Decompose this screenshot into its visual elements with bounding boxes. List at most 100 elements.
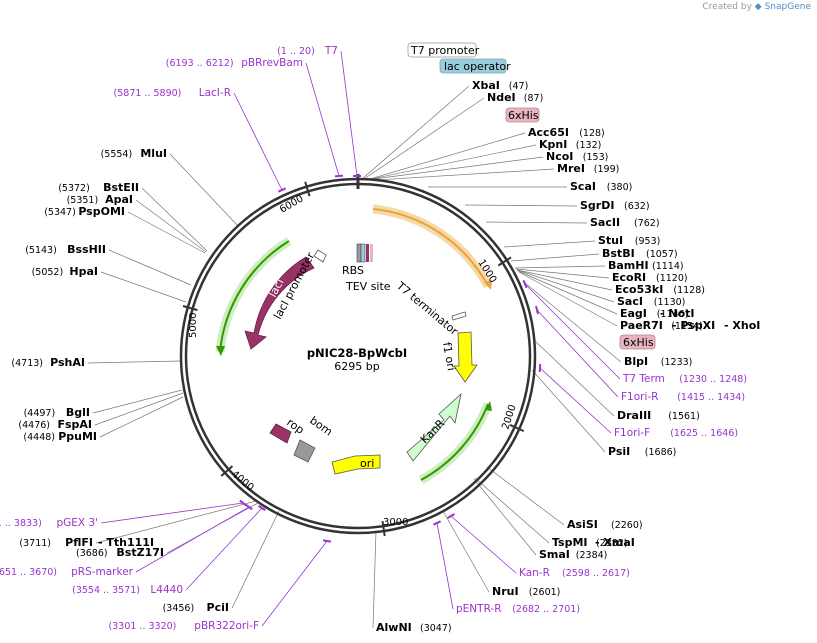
site-pos-acc65i: (128) xyxy=(579,128,605,139)
site-leader-smai xyxy=(473,478,537,556)
site-name-psii: PsiI xyxy=(608,445,630,458)
site-name-fspai: FspAI xyxy=(57,418,92,431)
site-pos-pspomi: (5347) xyxy=(44,207,76,218)
site-name-sacii: SacII xyxy=(590,216,620,229)
site-pos-bsshii: (5143) xyxy=(25,245,57,256)
site-label-ncoi: NcoI(153) xyxy=(546,150,608,163)
bom-feature xyxy=(293,439,316,463)
tick-5000 xyxy=(182,305,198,312)
site-label-kpni: KpnI(132) xyxy=(539,138,601,151)
bom-label: bom xyxy=(307,414,334,439)
site-leader-paer7i xyxy=(518,271,618,327)
site-label-stui: StuI(953) xyxy=(598,234,660,247)
site-label-eco53ki: Eco53kI (1128) xyxy=(615,283,705,296)
site-pos-apai: (5351) xyxy=(67,195,99,206)
primer-label-t7: T7(1 .. 20) xyxy=(277,45,338,57)
site-pos-bstz17i: (3686) xyxy=(76,548,108,559)
tick-label-3000: 3000 xyxy=(383,517,408,528)
site-pos-alwni: (3047) xyxy=(420,623,452,634)
t7-terminator-feature xyxy=(451,311,467,321)
tick-1000 xyxy=(497,256,512,267)
site-leader-bstbi xyxy=(510,253,600,262)
site-label-saci: SacI(1130) xyxy=(617,295,685,308)
site-name-eagi: EagI xyxy=(620,307,647,320)
primer-mark-l4440 xyxy=(258,505,266,511)
his-tag-label-mid: 6xHis xyxy=(623,336,654,349)
primer-label-pentr_r: pENTR-R(2682 .. 2701) xyxy=(456,603,580,615)
site-name-sgrdi: SgrDI xyxy=(580,199,614,212)
site-leader-ncoi xyxy=(372,156,544,180)
laci-promoter-feature xyxy=(313,249,327,263)
primer-marks xyxy=(239,174,542,543)
site-pos-draiii: (1561) xyxy=(668,411,700,422)
site-leader-acc65i xyxy=(369,132,526,180)
site-pos-eco53ki: (1128) xyxy=(673,285,705,296)
primer-leader-t7term xyxy=(524,283,621,380)
site-leader-hpai xyxy=(100,271,187,303)
site-leader-pflfi xyxy=(95,500,257,544)
primer-mark-t7term xyxy=(522,279,528,289)
primer-label-laci_r: LacI-R(5871 .. 5890) xyxy=(114,87,231,99)
lac-operator-label: lac operator xyxy=(444,60,511,73)
site-label-pcii: PciI(3456) xyxy=(163,601,229,614)
orf-laci-arrow xyxy=(216,346,225,356)
f1-ori-feature xyxy=(453,331,478,383)
site-label-ndei: NdeI(87) xyxy=(487,91,543,104)
t7-promoter-label: T7 promoter xyxy=(410,44,480,57)
site-name-ppumi: PpuMI xyxy=(58,430,97,443)
primer-name-f1ori_f: F1ori-F xyxy=(614,427,650,439)
primer-leader-lines xyxy=(100,50,621,627)
site-pos-hpai: (5052) xyxy=(32,267,64,278)
site-leader-eco53ki xyxy=(516,269,613,291)
orf-arc-green-kan xyxy=(420,403,489,481)
site-label-pspxi: - PspXI xyxy=(672,319,715,332)
site-label-bsshii: BssHII(5143) xyxy=(25,243,106,256)
primer-range-pbrrevbam: (6193 .. 6212) xyxy=(166,58,234,69)
lac-operator-box xyxy=(439,58,507,74)
site-pos-tspmi: (2382) xyxy=(596,538,628,549)
site-leader-pshai xyxy=(87,360,182,364)
site-name-scai: ScaI xyxy=(570,180,596,193)
site-leader-mrei xyxy=(375,168,555,181)
primer-leader-kan_r xyxy=(450,515,517,574)
t7-promoter-feature xyxy=(356,243,362,263)
site-label-noti: - NotI xyxy=(660,307,695,320)
primer-leader-l4440 xyxy=(185,507,263,591)
site-leader-sgrdi xyxy=(464,204,578,207)
site-name-xhoi: - XhoI xyxy=(724,319,760,332)
site-leader-psii xyxy=(531,369,606,453)
primer-label-pbrrevbam: pBRrevBam(6193 .. 6212) xyxy=(166,57,303,69)
site-label-ppumi: PpuMI(4448) xyxy=(23,430,97,443)
ori-feature xyxy=(331,454,381,475)
site-name-blpi: BlpI xyxy=(624,355,648,368)
primer-mark-pgex3 xyxy=(239,499,247,507)
site-label-eagi: EagI (1146) xyxy=(620,307,688,320)
site-name-hpai: HpaI xyxy=(69,265,98,278)
site-label-draiii: DraIII(1561) xyxy=(617,409,700,422)
primer-label-l4440: L4440(3554 .. 3571) xyxy=(72,584,183,596)
site-pos-asisi: (2260) xyxy=(611,520,643,531)
primer-label-kan_r: Kan-R(2598 .. 2617) xyxy=(519,567,630,579)
primer-mark-prs_marker xyxy=(245,503,253,511)
primer-range-pgex3: (3811 .. 3833) xyxy=(0,518,42,529)
primer-name-f1ori_r: F1ori-R xyxy=(621,391,658,403)
primer-mark-f1ori_r xyxy=(535,305,539,315)
primer-mark-pentr_r xyxy=(432,520,442,526)
site-pos-ndei: (87) xyxy=(524,93,544,104)
site-name-tspmi: TspMI xyxy=(552,536,588,549)
site-name-paer7i: PaeR7I xyxy=(620,319,663,332)
primer-name-l4440: L4440 xyxy=(150,584,183,596)
primer-name-laci_r: LacI-R xyxy=(199,87,231,99)
site-pos-pshai: (4713) xyxy=(11,358,43,369)
site-pos-eagi: (1146) xyxy=(657,309,689,320)
site-name-srui: NruI xyxy=(492,585,519,598)
site-name-pshai: PshAI xyxy=(50,356,85,369)
site-pos-bstbi: (1057) xyxy=(646,249,678,260)
site-pos-srui: (2601) xyxy=(529,587,561,598)
primer-mark-f1ori_f xyxy=(538,363,542,373)
site-name-eco53ki: Eco53kI xyxy=(615,283,663,296)
site-pos-stui: (953) xyxy=(635,236,661,247)
his-tag-box-top xyxy=(505,107,540,123)
primer-name-t7: T7 xyxy=(324,45,338,57)
